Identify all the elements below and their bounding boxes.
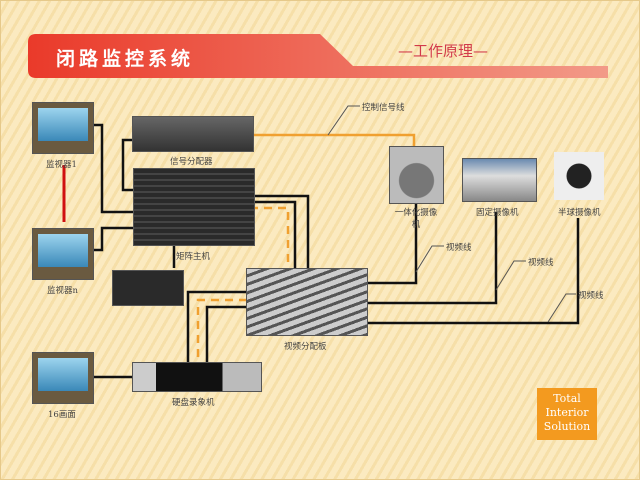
splitter-label: 信号分配器 bbox=[170, 157, 213, 167]
fixed-camera-label: 固定摄像机 bbox=[476, 208, 519, 218]
wire bbox=[366, 218, 580, 325]
video-board-label: 视频分配板 bbox=[284, 342, 327, 352]
integrated-camera bbox=[389, 146, 444, 204]
matrix-label: 矩阵主机 bbox=[176, 252, 211, 262]
wire bbox=[236, 194, 310, 268]
page-subtitle: —工作原理— bbox=[398, 42, 489, 60]
dvr bbox=[132, 362, 262, 392]
page-title: 闭路监控系统 bbox=[56, 48, 195, 70]
monitor-n bbox=[32, 228, 94, 280]
monitor-n-label: 监视器n bbox=[47, 286, 78, 296]
keyboard-controller bbox=[112, 270, 184, 306]
badge-line: Total bbox=[553, 392, 581, 405]
control-line bbox=[196, 298, 247, 362]
fixed-camera bbox=[462, 158, 537, 202]
dome-camera-label: 半球摄像机 bbox=[558, 208, 601, 218]
monitor-16-label: 16画面 bbox=[48, 410, 76, 420]
monitor-16 bbox=[32, 352, 94, 404]
video-line-label: 视频线 bbox=[446, 243, 472, 253]
video-line-label: 视频线 bbox=[528, 258, 554, 268]
badge-line: Solution bbox=[543, 420, 591, 433]
monitor-1-label: 监视器1 bbox=[46, 160, 77, 170]
monitor-1 bbox=[32, 102, 94, 154]
wire bbox=[121, 138, 133, 192]
integrated-camera-label: 一体化摄像机 bbox=[394, 208, 438, 230]
video-line-label: 视频线 bbox=[578, 291, 604, 301]
wire bbox=[186, 290, 247, 362]
dome-camera bbox=[554, 152, 604, 200]
wire bbox=[366, 200, 418, 285]
wire bbox=[92, 123, 133, 214]
badge-line: Interior bbox=[545, 406, 589, 419]
control-line bbox=[252, 133, 416, 148]
signal-splitter bbox=[132, 116, 254, 152]
video-board bbox=[246, 268, 368, 336]
wire bbox=[92, 226, 133, 252]
wire bbox=[205, 305, 247, 362]
wire bbox=[236, 200, 297, 268]
total-interior-solution-badge: Total Interior Solution bbox=[537, 388, 597, 440]
control-line-label: 控制信号线 bbox=[362, 103, 405, 113]
title-banner bbox=[28, 34, 608, 78]
dvr-label: 硬盘录象机 bbox=[172, 398, 215, 408]
wire bbox=[366, 212, 498, 305]
matrix-host bbox=[133, 168, 255, 246]
